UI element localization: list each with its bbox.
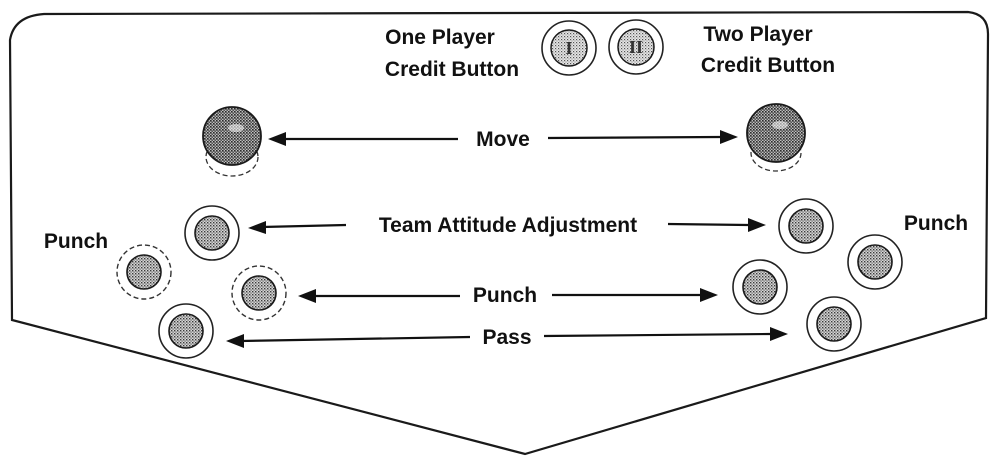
left-joystick[interactable] (202, 106, 262, 177)
pass-label: Pass (482, 326, 531, 349)
two-player-credit-label-line2: Credit Button (701, 54, 835, 77)
one-player-credit-label-line2: Credit Button (385, 58, 519, 81)
two-player-credit-glyph: II (629, 37, 643, 57)
team-attitude-label: Team Attitude Adjustment (379, 214, 637, 237)
right-joystick[interactable] (746, 103, 806, 172)
move-label: Move (476, 128, 530, 151)
team-attitude-arrow (248, 218, 766, 234)
move-arrow (268, 130, 738, 146)
left-punch-button[interactable] (231, 265, 287, 321)
punch-center-label: Punch (473, 284, 537, 307)
pass-arrow (226, 327, 788, 348)
right-team-attitude-button[interactable] (778, 198, 834, 254)
right-pass-button[interactable] (806, 296, 862, 352)
punch-left-label: Punch (44, 230, 108, 253)
punch-right-label: Punch (904, 212, 968, 235)
right-punch-button[interactable] (732, 259, 788, 315)
two-player-credit-label-line1: Two Player (703, 23, 812, 46)
left-team-attitude-button[interactable] (184, 205, 240, 261)
right-outer-punch-button[interactable] (847, 234, 903, 290)
two-player-credit-button[interactable]: II (608, 19, 664, 75)
punch-arrow (298, 288, 718, 303)
one-player-credit-button[interactable]: I (541, 20, 597, 76)
one-player-credit-label-line1: One Player (385, 26, 495, 49)
left-pass-button[interactable] (158, 303, 214, 359)
one-player-credit-glyph: I (565, 38, 572, 58)
left-outer-punch-button[interactable] (116, 244, 172, 300)
